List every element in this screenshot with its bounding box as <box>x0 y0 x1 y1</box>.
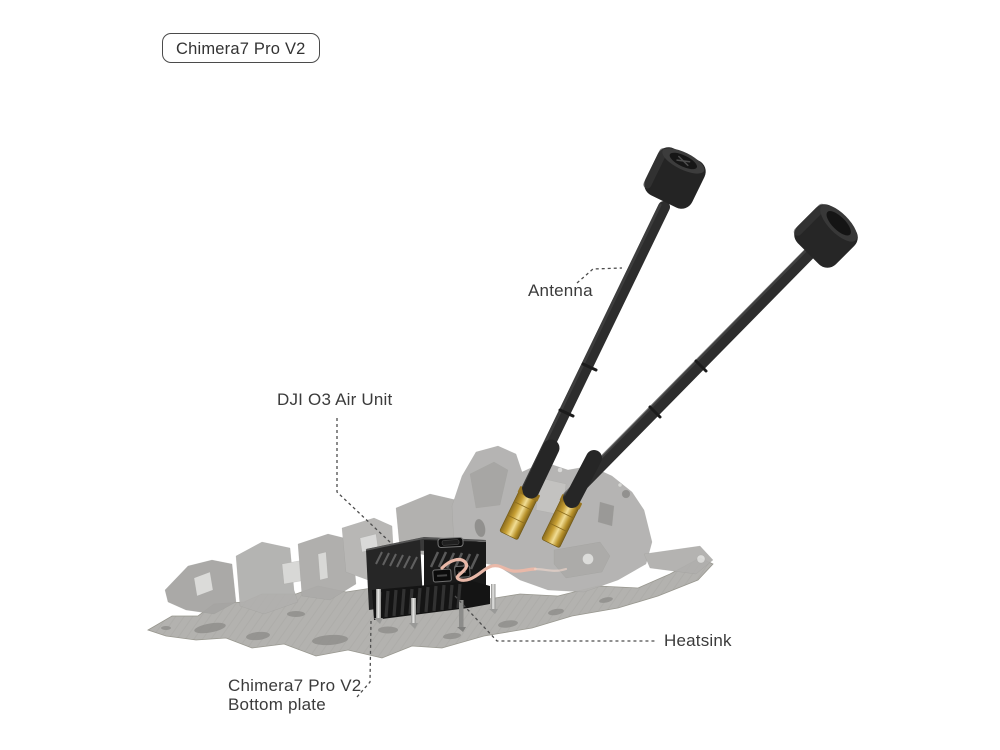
antenna-left-boot <box>522 439 560 499</box>
frame-arm-right <box>553 541 611 579</box>
antenna-left-highlight <box>522 203 662 488</box>
bottom-plate-cutouts <box>161 597 613 646</box>
air-unit-vents-left <box>375 551 418 570</box>
heatsink-label: Heatsink <box>664 631 732 650</box>
leader-line-antenna <box>576 267 623 284</box>
antenna-right-shaft <box>563 248 815 504</box>
standoff-posts <box>374 584 498 632</box>
frame-tab-far-right <box>643 545 714 575</box>
crimp-ring <box>694 359 708 373</box>
leader-line-air-unit <box>336 418 393 545</box>
screw-highlight <box>557 467 563 473</box>
antenna-left <box>522 147 706 499</box>
antenna-right-boot <box>564 450 602 508</box>
frame-hole <box>621 489 631 499</box>
leader-line-heatsink <box>454 595 655 642</box>
frame-hole <box>474 518 486 538</box>
antenna-right <box>563 203 858 508</box>
signal-cable <box>440 557 568 582</box>
air-unit-top-port <box>437 536 464 548</box>
crimp-ring <box>581 362 598 372</box>
bottom-plate-label: Chimera7 Pro V2 Bottom plate <box>228 676 362 714</box>
leader-lines <box>336 267 655 698</box>
frame-shading <box>469 461 509 509</box>
frame-hole <box>597 501 615 527</box>
leader-line-bottom-plate <box>356 620 372 698</box>
antenna-right-highlight <box>563 249 807 496</box>
antenna-right-cap <box>793 203 858 268</box>
frame-hole <box>193 571 214 597</box>
air-unit-label: DJI O3 Air Unit <box>277 390 393 409</box>
frame-hole <box>582 553 594 565</box>
bottom-plate-label-line1: Chimera7 Pro V2 <box>228 676 362 695</box>
bottom-plate-label-line2: Bottom plate <box>228 694 326 714</box>
frame-hole <box>696 554 706 564</box>
product-name-badge: Chimera7 Pro V2 <box>162 33 320 63</box>
antenna-label: Antenna <box>528 281 593 300</box>
crimp-ring <box>648 405 662 419</box>
air-unit-top-edge-highlight <box>365 537 487 551</box>
screw-highlight <box>617 482 623 488</box>
antenna-left-cap <box>643 147 706 209</box>
crimp-ring <box>558 408 575 418</box>
heatsink-fins <box>372 581 490 620</box>
frame-hole <box>317 551 329 581</box>
frame-plate-left-mid <box>235 541 299 615</box>
